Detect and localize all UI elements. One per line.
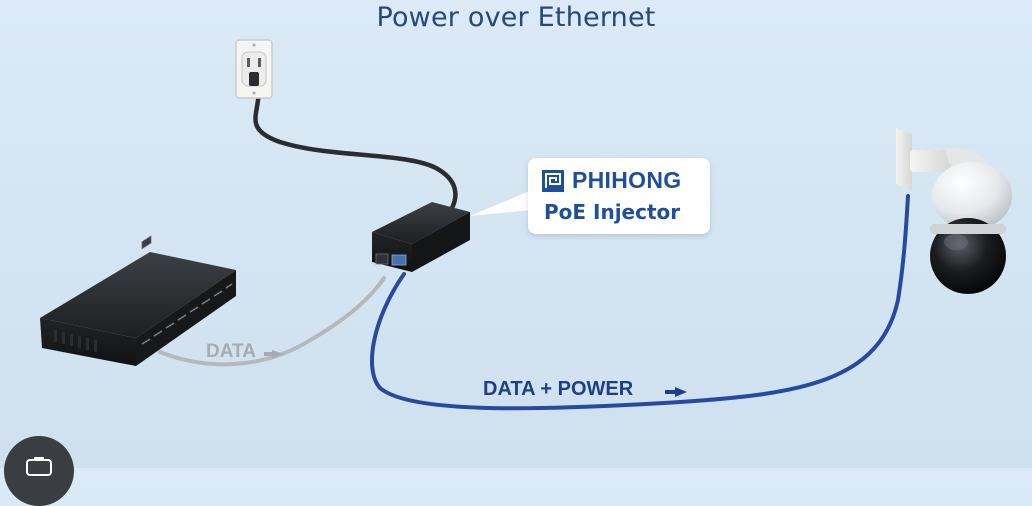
camera-badge[interactable] <box>4 436 74 506</box>
data-power-arrow-icon <box>675 387 687 397</box>
ip-camera-icon <box>896 128 1012 294</box>
phihong-logo-icon <box>542 169 564 192</box>
poe-diagram <box>40 39 1012 411</box>
data-arrow-icon <box>272 350 284 358</box>
data-link-label: DATA <box>206 341 256 362</box>
data-arrow-shaft <box>264 352 274 356</box>
injector-callout: PHIHONG PoE Injector <box>528 158 710 234</box>
power-cable <box>253 83 458 211</box>
wall-outlet-icon <box>235 39 273 99</box>
data-power-cable <box>370 194 910 411</box>
product-name: PoE Injector <box>544 200 681 224</box>
callout-pointer <box>470 190 532 216</box>
brand-name: PHIHONG <box>572 167 682 193</box>
camera-icon <box>26 457 52 476</box>
data-power-arrow-shaft <box>665 390 676 394</box>
diagram-title: Power over Ethernet <box>376 2 656 33</box>
data-cable <box>158 276 386 367</box>
network-switch-icon <box>40 235 236 366</box>
data-power-link-label: DATA + POWER <box>483 378 634 400</box>
brand-row: PHIHONG <box>542 167 681 194</box>
poe-injector-icon <box>372 202 470 272</box>
